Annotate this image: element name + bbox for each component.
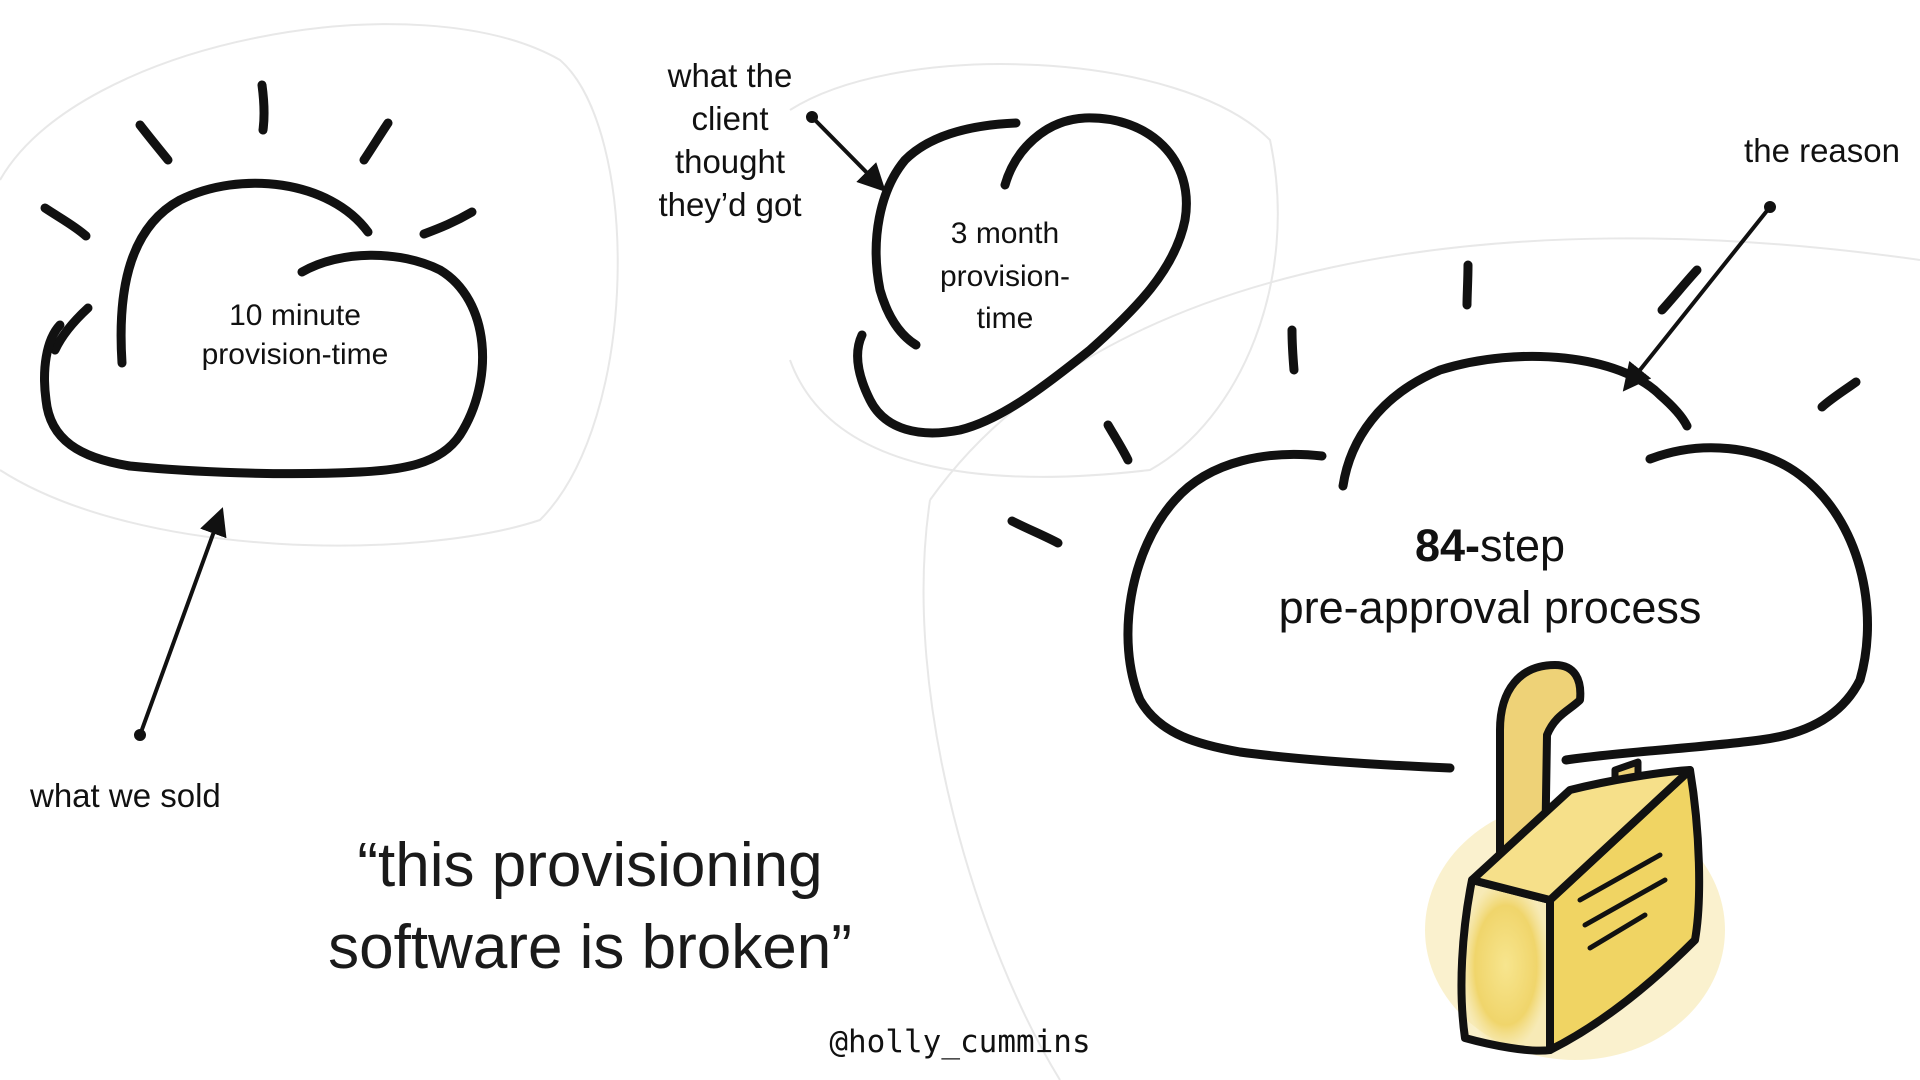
cloud-text-line: pre-approval process <box>1278 582 1702 634</box>
sun-rays-left <box>40 80 477 355</box>
cloud-text-line: provision- <box>939 259 1071 293</box>
label-line: they’d got <box>658 185 802 223</box>
author-handle-text: @holly_cummins <box>829 1024 1091 1060</box>
label-what-client-thought: what the client thought they’d got <box>625 55 835 227</box>
author-handle: @holly_cummins <box>780 1022 1140 1062</box>
label-line: thought <box>674 142 786 180</box>
cloud-text-line: 10 minute <box>229 299 361 332</box>
quote-line: software is broken” <box>328 912 852 982</box>
cloud-thought-text: 3 month provision- time <box>890 213 1120 341</box>
cloud-reason-text: 84-step pre-approval process <box>1230 515 1750 639</box>
bold-number: 84- <box>1414 520 1480 571</box>
label-what-we-sold: what we sold <box>30 775 250 818</box>
cloud-sold-text: 10 minute provision-time <box>150 296 440 374</box>
cloud-text-line: 84-step <box>1230 515 1750 577</box>
quote-line: “this provisioning <box>357 831 823 900</box>
cloud-text-line: time <box>976 302 1034 336</box>
label-line: client <box>691 99 769 137</box>
arrow-what-we-sold <box>134 507 227 741</box>
quote: “this provisioning software is broken” <box>300 825 880 989</box>
label-the-reason: the reason <box>1660 130 1900 173</box>
cloud-sold <box>40 178 487 479</box>
arrow-client-thought <box>806 111 886 192</box>
label-the-reason-text: the reason <box>1744 132 1900 169</box>
heart-cloud <box>853 113 1191 438</box>
sun-rays-right <box>1007 260 1861 548</box>
label-what-we-sold-text: what we sold <box>30 777 221 814</box>
arrow-the-reason <box>1622 201 1776 392</box>
cloud-reason <box>1123 351 1872 773</box>
label-line: what the <box>667 57 793 94</box>
cloud-text-line: 3 month <box>950 217 1060 250</box>
normal-word: step <box>1479 520 1566 571</box>
cloud-text-line: provision-time <box>201 338 389 371</box>
padlock-icon <box>1425 661 1725 1060</box>
